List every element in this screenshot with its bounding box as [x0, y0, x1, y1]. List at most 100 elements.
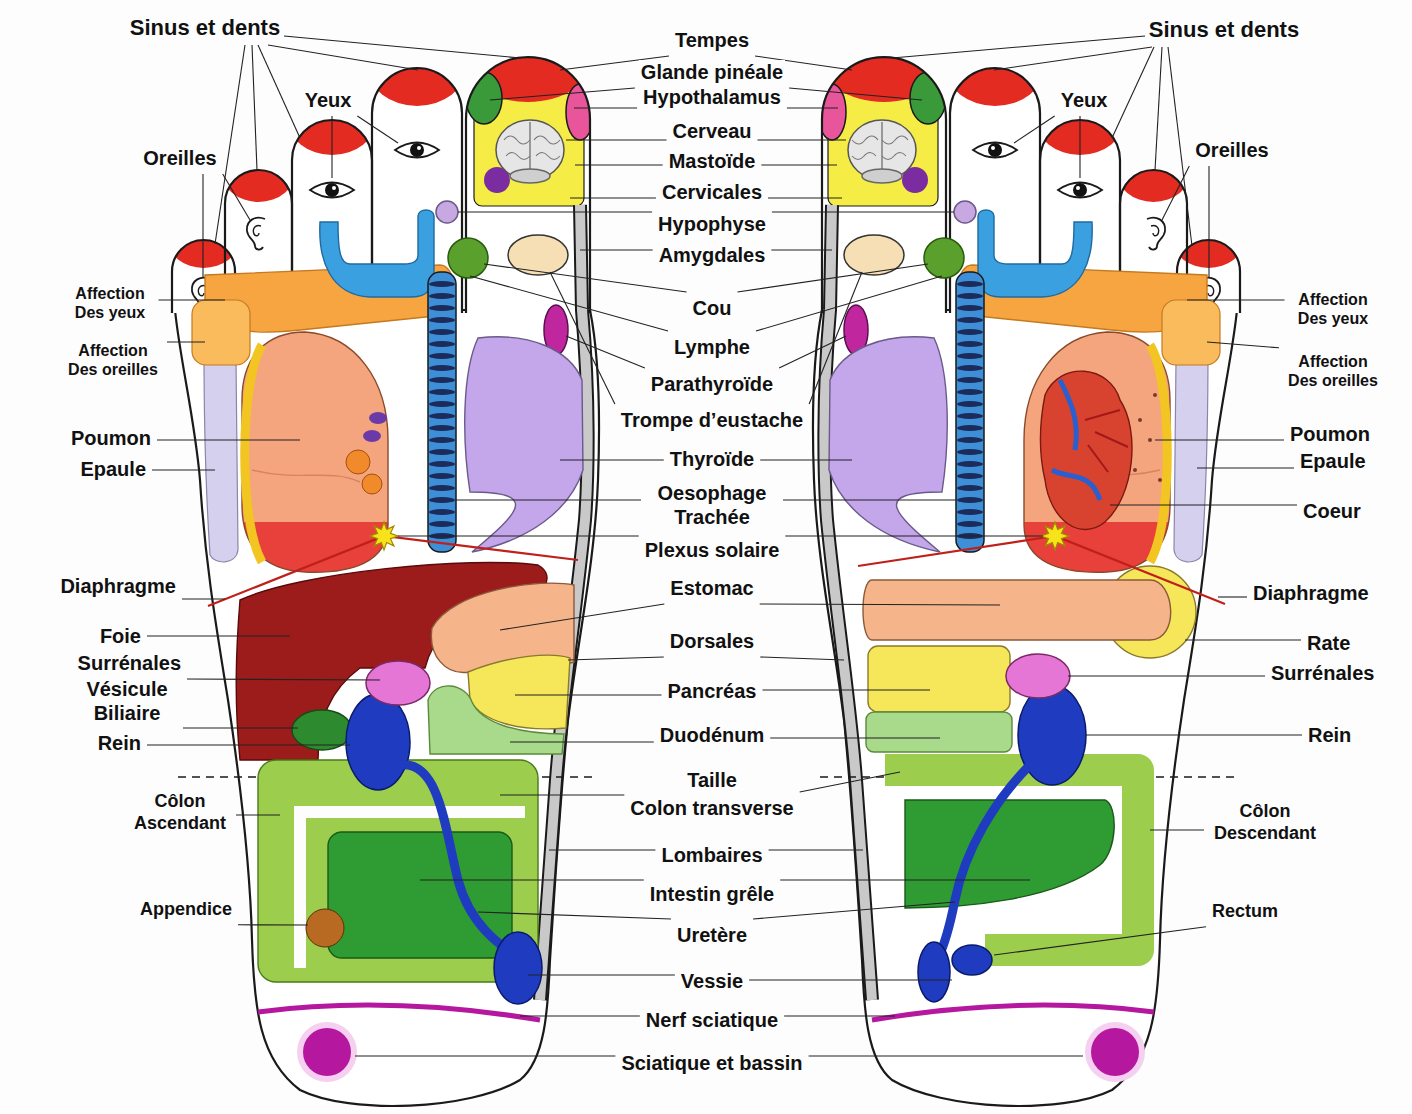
- leader-line: [768, 197, 842, 198]
- vertebra: [957, 449, 983, 455]
- vertebra: [429, 389, 455, 395]
- organ-label: Surrénales: [76, 651, 183, 675]
- leader-line: [152, 469, 215, 470]
- leader-line: [268, 45, 418, 70]
- organ-label: Poumon: [69, 426, 153, 450]
- vertebra: [957, 389, 983, 395]
- organ-label: Epaule: [1298, 449, 1368, 473]
- vertebra: [429, 401, 455, 407]
- leader-line: [223, 174, 250, 220]
- leader-line: [560, 459, 664, 460]
- leader-line: [528, 974, 675, 975]
- leader-line: [566, 336, 645, 368]
- leader-line: [568, 657, 664, 660]
- eye-outline: [395, 143, 439, 158]
- organ-label: Colon transverse: [628, 796, 795, 820]
- vertebra: [957, 509, 983, 515]
- heart-artery: [1085, 410, 1128, 472]
- organ-label: Surrénales: [1269, 661, 1376, 685]
- vertebra: [429, 329, 455, 335]
- eye-icon: [395, 143, 439, 158]
- colon-zone: [258, 760, 538, 982]
- leader-line: [182, 598, 225, 599]
- leader-line: [779, 336, 846, 368]
- leader-line: [1162, 166, 1189, 220]
- shoulder-zone: [1174, 348, 1208, 562]
- toe-outline: [466, 57, 590, 313]
- vertebra: [429, 305, 455, 311]
- leader-line: [737, 264, 928, 292]
- bronchus-zone: [362, 474, 382, 494]
- leader-line: [284, 36, 520, 58]
- organ-label: Duodénum: [658, 723, 766, 747]
- cerebellum: [510, 169, 550, 183]
- organ-label: Glande pinéale: [639, 60, 785, 84]
- vertebra: [957, 413, 983, 419]
- vertebra: [429, 473, 455, 479]
- leader-line: [520, 1015, 640, 1016]
- heart-vessel: [1052, 380, 1100, 500]
- organ-label: Amygdales: [657, 243, 768, 267]
- pancreas-zone: [868, 646, 1010, 712]
- leader-line: [760, 604, 1000, 605]
- eye-icon: [1058, 183, 1102, 198]
- organ-label: Yeux: [1059, 88, 1110, 112]
- leader-line: [994, 47, 1152, 70]
- leader-line: [1218, 596, 1247, 597]
- solar-plexus-star: [370, 522, 398, 550]
- leader-line: [456, 499, 641, 500]
- organ-label: Côlon Ascendant: [128, 791, 232, 834]
- vertebra: [957, 329, 983, 335]
- leader-line: [1168, 47, 1192, 246]
- leader-line: [1155, 47, 1162, 170]
- eye-iris: [988, 143, 1002, 157]
- vertebra: [957, 353, 983, 359]
- organ-label: Rein: [96, 731, 143, 755]
- vertebra: [429, 413, 455, 419]
- vertebra: [957, 281, 983, 287]
- rectum-zone: [952, 945, 992, 975]
- solar-plexus-star: [1041, 522, 1069, 550]
- organ-label: Taille: [685, 768, 739, 792]
- vertebra: [429, 521, 455, 527]
- leader-line: [510, 741, 654, 742]
- bladder-zone: [918, 942, 950, 1002]
- vertebra: [957, 317, 983, 323]
- organ-label: Coeur: [1301, 499, 1363, 523]
- leader-line: [789, 88, 922, 100]
- heart-zone: [1040, 371, 1132, 529]
- sciatic-nerve-line: [872, 1005, 1154, 1020]
- vertebra: [429, 317, 455, 323]
- leader-line: [478, 912, 671, 919]
- vertebra: [429, 425, 455, 431]
- organ-label: Affection Des oreilles: [63, 341, 163, 379]
- duodenum-zone: [428, 686, 564, 754]
- leader-line: [549, 849, 655, 850]
- ureter-line: [938, 765, 1030, 958]
- organ-label: Vessie: [679, 969, 745, 993]
- leader-line: [892, 36, 1145, 58]
- leader-line: [770, 737, 940, 738]
- bladder-zone: [494, 932, 542, 1004]
- eye-outline: [973, 143, 1017, 158]
- lung-outline: [1024, 332, 1170, 572]
- pelvis-ring: [297, 1022, 357, 1082]
- leader-line: [574, 107, 637, 108]
- organ-label: Yeux: [303, 88, 354, 112]
- organ-label: Vésicule Biliaire: [75, 677, 179, 725]
- organ-label: Cervicales: [660, 180, 764, 204]
- leader-line: [500, 794, 624, 795]
- spine-column: [428, 272, 456, 552]
- kidney-zone: [346, 694, 410, 790]
- leader-line: [187, 679, 380, 680]
- leader-line: [570, 197, 656, 198]
- big-toe-zones: [462, 12, 594, 206]
- organ-label: Foie: [98, 624, 143, 648]
- pituitary-zone: [954, 201, 976, 223]
- spine-column: [956, 272, 984, 552]
- leader-line: [202, 174, 203, 278]
- vertebra: [429, 281, 455, 287]
- eye-iris: [1073, 183, 1087, 197]
- left-organs: [208, 412, 578, 1082]
